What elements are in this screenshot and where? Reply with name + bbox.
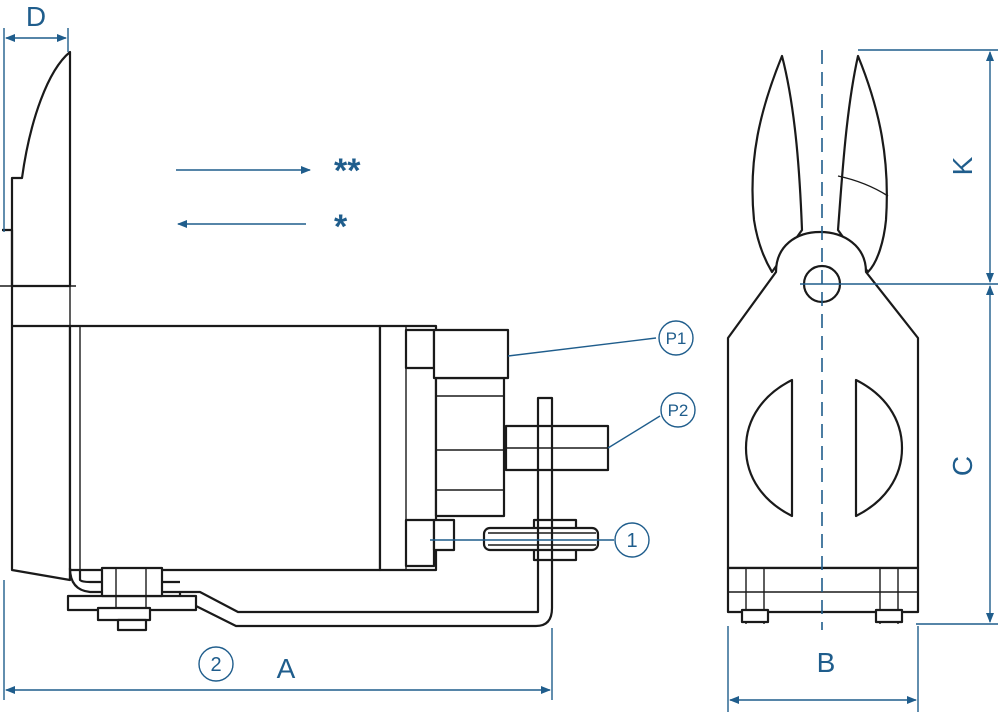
front-jaw-right — [836, 54, 888, 274]
flange-block-bottom — [404, 518, 436, 568]
callout-p2-text: P2 — [668, 401, 689, 420]
callout-p2: P2 — [660, 392, 696, 428]
leader-p1 — [507, 337, 657, 357]
side-plate — [2, 228, 72, 582]
side-blade — [10, 50, 72, 288]
dimension-lines — [3, 28, 998, 712]
mount-screw-nut — [96, 606, 152, 622]
dim-k-label: K — [947, 156, 978, 175]
leader-p2 — [607, 415, 661, 449]
flange-block-top — [404, 328, 436, 370]
callout-p1: P1 — [658, 320, 694, 356]
double-star-label: ** — [334, 152, 361, 190]
callout-one-text: 1 — [626, 530, 637, 552]
mount-screw-head — [100, 566, 164, 598]
callout-p1-text: P1 — [666, 329, 687, 348]
side-view — [0, 50, 610, 632]
window-left — [744, 378, 794, 518]
window-right — [854, 378, 904, 518]
callout-one: 1 — [614, 522, 650, 558]
single-star-label: * — [334, 208, 348, 246]
dim-d-label: D — [26, 1, 46, 32]
dim-a-label: A — [277, 653, 296, 684]
callout-two: 2 — [198, 646, 234, 682]
port-p1 — [432, 328, 510, 380]
threaded-rod — [482, 526, 600, 552]
valve-block — [434, 376, 506, 518]
front-jaw-left — [751, 54, 804, 274]
front-view — [726, 54, 920, 624]
callout-two-text: 2 — [210, 654, 221, 676]
mounting-bracket — [178, 396, 554, 628]
dim-b-label: B — [817, 647, 836, 678]
motor-body — [68, 324, 382, 572]
front-base — [726, 566, 920, 614]
bolt-head — [432, 518, 456, 552]
dim-c-label: C — [947, 456, 978, 476]
